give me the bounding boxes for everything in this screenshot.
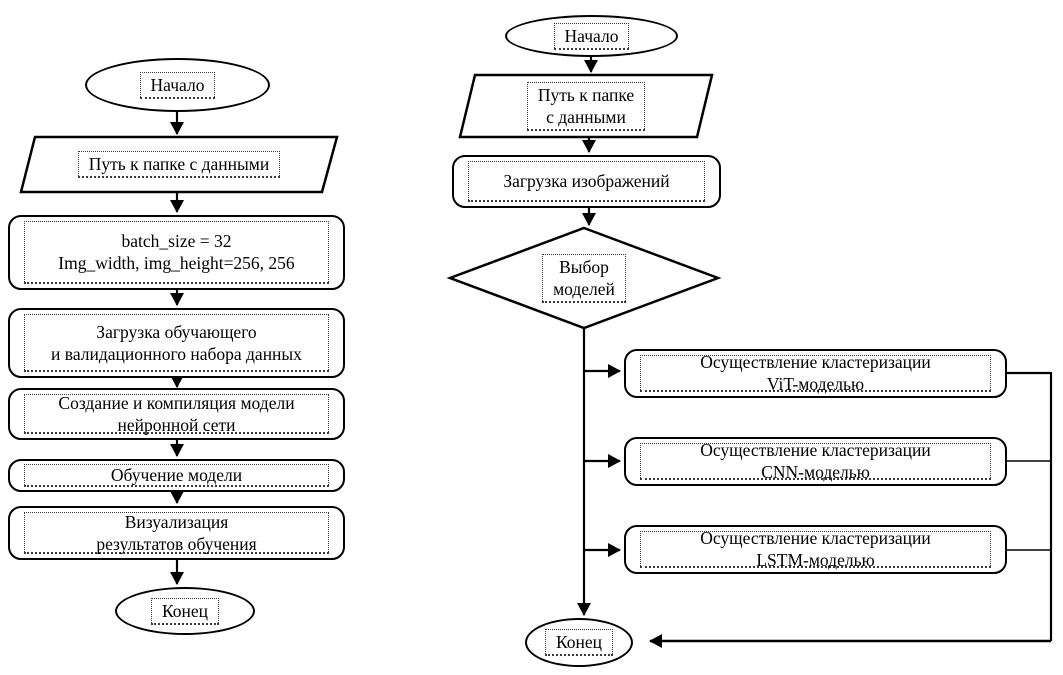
node-text-line: Визуализация — [124, 511, 229, 532]
node-text-line: с данными — [546, 106, 626, 127]
label-box: Конец — [544, 629, 614, 656]
label-box: Загрузка изображений — [468, 161, 705, 202]
node-text-line: Загрузка обучающего — [96, 321, 257, 342]
node-text-line: Выбор — [559, 256, 609, 277]
node-label: Начало — [564, 25, 619, 46]
node-text-line: batch_size = 32 — [121, 231, 232, 251]
node-text-line: ViT-моделью — [766, 374, 865, 394]
node-label: Конец — [555, 632, 603, 652]
left-process-create-compile-model: Создание и компиляция модели нейронной с… — [8, 388, 345, 440]
right-process-load-images: Загрузка изображений — [452, 155, 721, 208]
right-process-vit-clustering: Осуществление кластеризации ViT-моделью — [624, 349, 1007, 398]
left-io-data-path: Путь к папке с данными — [21, 137, 337, 192]
node-text-line: результатов обучения — [96, 533, 257, 554]
right-io-data-path: Путь к папке с данными — [460, 75, 712, 137]
right-end-terminator: Конец — [525, 618, 633, 667]
label-box: Обучение модели — [24, 464, 329, 487]
left-process-load-datasets: Загрузка обучающего и валидационного наб… — [8, 308, 345, 378]
right-io-parallelogram-shape — [458, 73, 714, 139]
node-text-line: Загрузка изображений — [503, 171, 670, 191]
left-end-terminator: Конец — [115, 587, 255, 635]
node-text-line: LSTM-моделью — [756, 550, 875, 570]
label-box: Конец — [150, 597, 220, 625]
right-process-lstm-clustering: Осуществление кластеризации LSTM-моделью — [624, 525, 1007, 574]
node-text-line: Обучение модели — [110, 465, 243, 485]
left-process-train-model: Обучение модели — [8, 459, 345, 492]
label-box: Путь к папке с данными — [77, 151, 281, 178]
node-text-line: Путь к папке — [537, 84, 635, 105]
node-text-line: Осуществление кластеризации — [700, 352, 931, 372]
node-text-line: моделей — [553, 278, 615, 299]
node-text-line: Путь к папке с данными — [88, 154, 270, 174]
node-text-line: Осуществление кластеризации — [700, 440, 931, 460]
left-process-parameters: batch_size = 32 Img_width, img_height=25… — [8, 215, 345, 290]
label-box: batch_size = 32 Img_width, img_height=25… — [24, 221, 329, 284]
label-box: Выбор моделей — [542, 253, 626, 303]
node-label: Начало — [150, 74, 205, 95]
node-text-line: Осуществление кластеризации — [700, 528, 931, 548]
label-box: Начало — [139, 71, 216, 99]
label-box: Осуществление кластеризации LSTM-моделью — [640, 528, 991, 570]
node-text-line: Создание и компиляция модели — [58, 392, 295, 413]
node-text-line: Img_width, img_height=256, 256 — [58, 253, 295, 273]
node-text-line: CNN-моделью — [761, 462, 870, 482]
node-text-line: и валидационного набора данных — [51, 343, 302, 364]
left-start-terminator: Начало — [85, 58, 270, 112]
left-io-parallelogram-shape — [19, 135, 339, 194]
label-box: Путь к папке с данными — [526, 81, 646, 131]
right-decision-model-select: Выбор моделей — [450, 228, 718, 328]
right-process-cnn-clustering: Осуществление кластеризации CNN-моделью — [624, 437, 1007, 486]
label-box: Осуществление кластеризации CNN-моделью — [640, 440, 991, 482]
label-box: Осуществление кластеризации ViT-моделью — [640, 352, 991, 394]
left-process-visualize-results: Визуализация результатов обучения — [8, 506, 345, 560]
node-label: Конец — [161, 600, 209, 621]
label-box: Начало — [553, 22, 630, 50]
label-box: Визуализация результатов обучения — [24, 512, 329, 554]
node-text-line: нейронной сети — [117, 414, 236, 435]
right-start-terminator: Начало — [505, 15, 678, 57]
label-box: Создание и компиляция модели нейронной с… — [24, 392, 329, 435]
label-box: Загрузка обучающего и валидационного наб… — [24, 314, 329, 372]
